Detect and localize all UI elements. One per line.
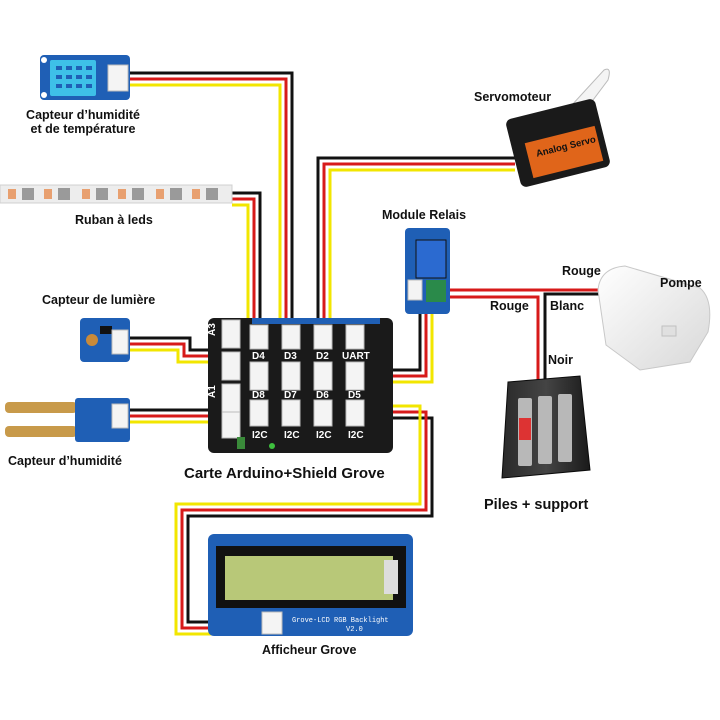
label-wire-rouge-pump: Rouge [562, 264, 601, 278]
servo-motor: Analog Servo [506, 68, 610, 187]
battery-pack [501, 375, 591, 479]
label-servo: Servomoteur [474, 90, 552, 104]
port-label-i2c-4: I2C [348, 430, 364, 441]
lcd-board-text: Grove-LCD RGB Backlight [292, 617, 389, 625]
label-humidity-temp-line2: et de température [30, 122, 136, 136]
wire-relay-battery-rouge [448, 295, 540, 380]
label-batteries: Piles + support [484, 497, 589, 513]
label-pump: Pompe [660, 276, 702, 290]
port-label-d3: D3 [284, 351, 297, 362]
label-grove-display: Afficheur Grove [262, 643, 357, 657]
label-relay-module: Module Relais [382, 208, 467, 222]
wire-lcd-to-i2c [174, 404, 434, 636]
label-wire-noir: Noir [548, 353, 573, 367]
light-sensor-module [80, 318, 130, 362]
label-humidity-temp-sensor: Capteur d’humidité et de température [8, 108, 158, 136]
port-label-d8: D8 [252, 390, 265, 401]
port-label-uart: UART [342, 351, 370, 362]
port-label-a1: A1 [207, 385, 218, 398]
lcd-version-text: V2.0 [346, 626, 363, 634]
wire-ledstrip-to-d4 [232, 191, 262, 340]
port-label-d6: D6 [316, 390, 329, 401]
port-label-d4: D4 [252, 351, 265, 362]
label-humidity-temp-line1: Capteur d’humidité [26, 108, 140, 122]
dht-sensor-module [40, 55, 130, 100]
port-label-a3: A3 [207, 323, 218, 336]
wire-dht-to-d3 [128, 71, 294, 340]
port-label-i2c-2: I2C [284, 430, 300, 441]
port-label-d2: D2 [316, 351, 329, 362]
arduino-grove-shield: D4 D3 D2 UART D8 D7 D6 D5 I2C I2C I2C I2… [207, 318, 393, 453]
label-wire-rouge-battery: Rouge [490, 299, 529, 313]
label-arduino-board: Carte Arduino+Shield Grove [184, 465, 385, 482]
water-pump [597, 265, 711, 371]
grove-lcd-display: Grove-LCD RGB Backlight V2.0 [208, 534, 413, 636]
wire-pump-battery-noir [543, 292, 600, 380]
label-moisture-sensor: Capteur d’humidité [8, 454, 122, 468]
label-wire-blanc: Blanc [550, 299, 585, 313]
port-label-d7: D7 [284, 390, 297, 401]
label-light-sensor: Capteur de lumière [42, 293, 156, 307]
wire-servo-to-d2 [316, 156, 515, 340]
port-label-d5: D5 [348, 390, 361, 401]
label-led-strip: Ruban à leds [75, 213, 153, 227]
relay-module [405, 228, 450, 314]
moisture-sensor-module [5, 398, 130, 442]
port-label-i2c-3: I2C [316, 430, 332, 441]
led-strip [0, 184, 233, 204]
port-label-i2c-1: I2C [252, 430, 268, 441]
